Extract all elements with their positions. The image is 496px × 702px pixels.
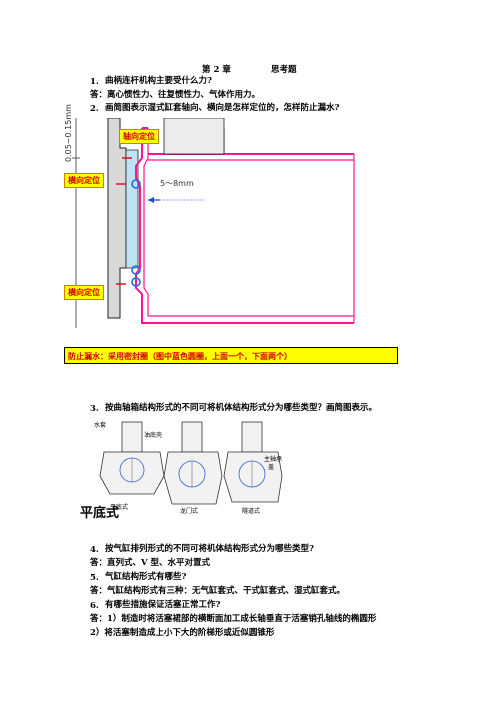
water-jacket-label: 水套 (94, 422, 107, 429)
question-text: 画简图表示湿式缸套轴向、横向是怎样定位的，怎样防止漏水? (105, 103, 340, 113)
tunnel-caption: 隧道式 (242, 508, 261, 515)
question-text: 有哪些措施保证活塞正常工作? (105, 600, 221, 610)
main-bearing-label: 主轴承 (264, 456, 283, 463)
chapter-label: 第 2 章 (202, 65, 231, 75)
flat-bottom-caption: 平底式 (110, 504, 129, 511)
leak-prevention-note: 防止漏水：采用密封圈（图中蓝色圆圈，上面一个，下面两个） (64, 347, 398, 364)
item-number: 5. (90, 573, 99, 583)
answer-text: 答：气缸结构形式有三种：无气缸套式、干式缸套式、湿式缸套式。 (90, 586, 346, 596)
gantry-caption: 龙门式 (180, 508, 199, 515)
lateral-positioning-bottom-label: 横向定位 (64, 285, 104, 300)
item-number: 2. (90, 104, 99, 114)
liner-diagram (72, 117, 355, 328)
lateral-positioning-top-label: 横向定位 (64, 173, 104, 188)
question-text: 按曲轴箱结构形式的不同可将机体结构形式分为哪些类型？画简图表示。 (105, 403, 378, 413)
bearing-cap-label: 盖 (268, 464, 275, 471)
item-number: 1. (90, 77, 99, 87)
figure-caption: 平底式 (80, 506, 120, 521)
answer-text: 2）将活塞制造成上小下大的阶梯形或近似圆锥形 (90, 628, 275, 638)
item-number: 4. (90, 545, 99, 555)
answer-text: 答：直列式、V 型、水平对置式 (90, 558, 211, 568)
liner-positioning-figure: 0.05~0.15mm 5～8mm (64, 104, 364, 340)
answer-text: 答：离心惯性力、往复惯性力、气体作用力。 (90, 90, 261, 100)
axial-positioning-label: 轴向定位 (119, 129, 159, 144)
crankcase-diagram (99, 421, 283, 505)
question-text: 按气缸排列形式的不同可将机体结构形式分为哪些类型? (105, 544, 314, 554)
right-dimension-label: 5～8mm (160, 179, 194, 188)
item-number: 3. (90, 404, 99, 414)
answer-text: 答：1）制造时将活塞裙部的横断面加工成长轴垂直于活塞销孔轴线的椭圆形 (90, 614, 377, 624)
item-number: 6. (90, 601, 99, 611)
crankcase-types-figure: 水套 油底壳 主轴承 盖 平底式 龙门式 隧道式 (92, 418, 284, 515)
question-text: 气缸结构形式有哪些? (105, 572, 187, 582)
left-dimension-label: 0.05~0.15mm (64, 104, 73, 162)
page-title: 思考题 (271, 65, 297, 75)
oil-pan-label: 油底壳 (144, 432, 163, 439)
question-text: 曲柄连杆机构主要受什么力? (105, 76, 212, 86)
